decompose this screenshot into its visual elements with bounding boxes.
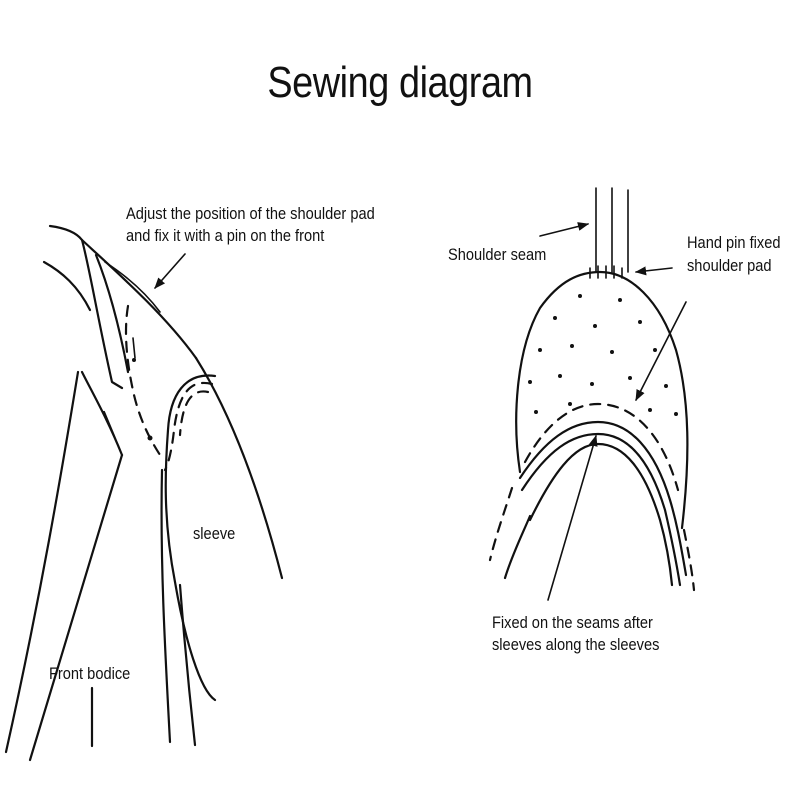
top-stitch-marks [589,265,623,279]
fixed-seams-arrow [547,434,598,601]
left-garment-drawing [4,224,284,762]
sleeve-curve-outer [528,442,674,587]
front-edge [4,370,80,754]
adjust-label-line1: Adjust the position of the shoulder pad [126,204,375,223]
adjust-arrow [154,253,186,289]
bodice-side-line [178,583,197,747]
sleeve-back-line [194,356,284,580]
diagram-title: Sewing diagram [267,58,533,107]
sleeve-label: sleeve [193,524,236,543]
pad-pin-line [124,304,164,460]
pin-mark-1 [132,337,136,359]
lapel-tip [80,370,124,457]
sleeve-curve-2 [520,432,682,587]
neck-curve [42,260,92,312]
shoulder-seam-arrow [539,222,590,237]
hand-pin-label-line1: Hand pin fixed [687,233,781,252]
front-edge-inner [28,453,124,762]
hand-pin-label-line2: shoulder pad [687,256,772,275]
shoulder-outline [48,224,198,360]
collar-inner-line [104,261,161,313]
lapel-line [80,238,124,390]
sleeve-front-line [160,468,172,744]
sleeve-curve-left [503,514,532,580]
adjust-label-line2: and fix it with a pin on the front [126,226,325,245]
pad-edge-arrow [635,301,687,401]
right-pad-drawing [488,187,696,601]
pad-stitch-arc [523,402,680,492]
hand-pin-arrow [634,266,673,276]
fixed-seams-label-line1: Fixed on the seams after [492,613,653,632]
fixed-seams-label-line2: sleeves along the sleeves [492,635,660,654]
sleeve-stitch-left [488,486,514,562]
pad-outline [515,270,689,530]
front-bodice-label: Front bodice [49,664,131,683]
armhole-curve [164,374,217,702]
sleeve-curve-1 [518,420,688,577]
shoulder-seam-label: Shoulder seam [448,245,547,264]
pad-stitch-inner [178,390,210,437]
pad-dots [528,294,678,416]
sleeve-stitch-right [682,528,696,592]
pad-stitch-outer [163,381,214,472]
lapel-fold [94,253,130,374]
